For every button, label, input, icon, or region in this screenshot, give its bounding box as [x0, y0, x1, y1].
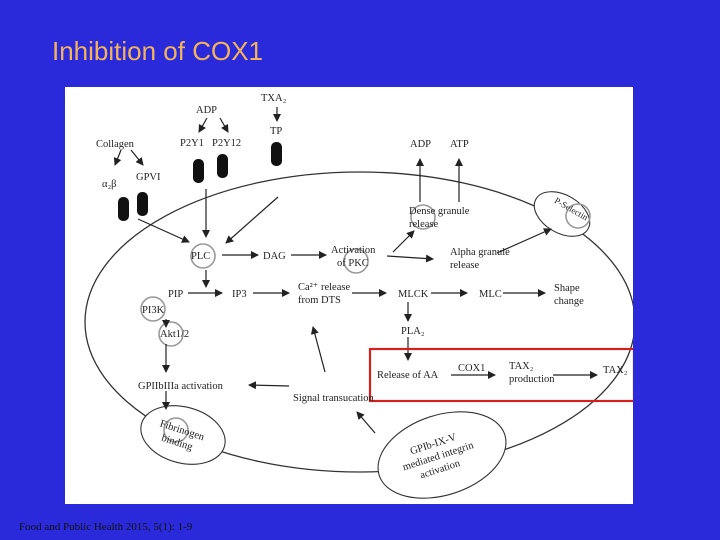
node-mlc: MLC [479, 289, 502, 300]
arrow-signal-ca [310, 326, 326, 373]
arrow-adp-p2y1 [198, 117, 208, 133]
node-tax2: TAX₂ [603, 365, 628, 376]
node-p2y1: P2Y1 [180, 138, 204, 149]
arrow-pkc-dense [392, 230, 415, 253]
arrow-collagen-gpvi [130, 149, 144, 166]
node-txa2: TXA₂ [261, 93, 287, 104]
p2y12-receptor [217, 154, 228, 178]
node-adp: ADP [196, 105, 217, 116]
node-gpvi: GPVI [136, 172, 161, 183]
plc-inhibition-circle [190, 243, 216, 269]
slide-title: Inhibition of COX1 [52, 36, 264, 66]
node-gpiib-activation: GPIIbIIIa activation [138, 381, 224, 392]
fibrinogen-ellipse [140, 405, 226, 465]
p-selectin-ellipse [533, 191, 591, 237]
p-selectin-inhibition-circle [565, 203, 591, 229]
arrow-alpha-pselectin [496, 228, 552, 254]
node-pla2: PLA₂ [401, 326, 425, 337]
arrow-adp-p2y12 [219, 117, 229, 133]
dense-granule-inhibition-circle [410, 204, 436, 230]
node-dense-granule-line2: release [409, 219, 438, 230]
node-shape-change-line1: Shape [554, 283, 580, 294]
node-tax2-production-line1: TAX₂ [509, 361, 534, 372]
node-mlck: MLCK [398, 289, 429, 300]
node-release-aa: Release of AA [377, 370, 439, 381]
node-p2y12: P2Y12 [212, 138, 241, 149]
node-tax2-production-line2: production [509, 374, 555, 385]
arrow-pkc-alpha [386, 254, 434, 263]
citation: Food and Public Health 2015, 5(1): 1-9 [19, 521, 193, 533]
node-tp: TP [270, 126, 282, 137]
node-plc: PLC [191, 251, 210, 262]
tp-receptor [271, 142, 282, 166]
node-activation-pkc-line2: of PKC [337, 258, 369, 269]
gpvi-receptor [137, 192, 148, 216]
node-a2b: α₂β [102, 179, 117, 190]
node-signal-transduction: Signal transucation [293, 393, 375, 404]
arrow-signal-gpiib [248, 381, 290, 390]
node-pi3k: PI3K [142, 305, 165, 316]
node-activation-pkc-line1: Activation [331, 245, 376, 256]
platelet-membrane [84, 171, 633, 473]
a2b-receptor [118, 197, 129, 221]
arrow-collagen-a2b [113, 149, 122, 166]
pkc-inhibition-circle [343, 248, 369, 274]
akt-inhibition-circle [158, 321, 184, 347]
p2y1-receptor [193, 159, 204, 183]
arrow-gpvi-plc [137, 218, 190, 243]
node-pip: PIP [168, 289, 183, 300]
pathway-diagram-svg: ADP TXA₂ Collagen P2Y1 P2Y12 TP α₂β GPVI… [84, 93, 633, 499]
node-ca-release-line2: from DTS [298, 295, 341, 306]
node-shape-change-line2: change [554, 296, 584, 307]
node-dense-granule-line1: Dense granule [409, 206, 470, 217]
node-cox1: COX1 [458, 363, 485, 374]
node-atp: ATP [450, 139, 469, 150]
node-ip3: IP3 [232, 289, 247, 300]
node-alpha-granule-line1: Alpha granule [450, 247, 510, 258]
arrow-tp-plc [225, 196, 279, 244]
gpib-ellipse [377, 411, 507, 499]
cox1-highlight-box [368, 347, 633, 403]
pi3k-inhibition-circle [140, 296, 166, 322]
node-akt: Akt1/2 [160, 329, 189, 340]
node-ca-release-line1: Ca²⁺ release [298, 282, 350, 293]
pathway-diagram: ADP TXA₂ Collagen P2Y1 P2Y12 TP α₂β GPVI… [65, 87, 633, 504]
node-dag: DAG [263, 251, 286, 262]
node-collagen: Collagen [96, 139, 135, 150]
node-alpha-granule-line2: release [450, 260, 479, 271]
node-adp-release: ADP [410, 139, 431, 150]
fibrinogen-inhibition-circle [163, 417, 189, 443]
arrow-gpib-signal [356, 411, 376, 434]
